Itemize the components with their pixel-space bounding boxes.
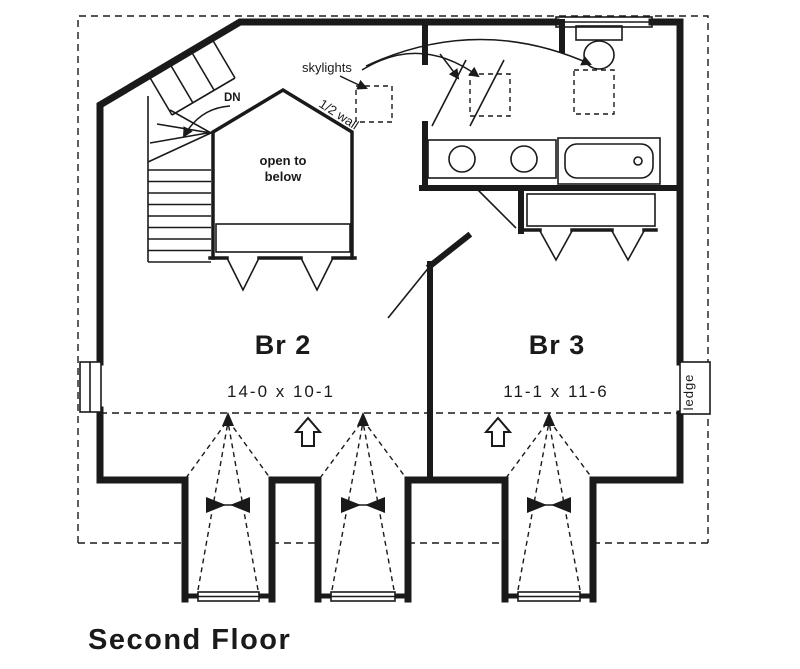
roof-slope-up-arrows: [293, 416, 513, 447]
skylights: [339, 38, 615, 123]
room-name-br2: Br 2: [255, 330, 312, 360]
vanity-with-sinks: [427, 139, 557, 179]
exterior-walls: [96, 18, 684, 484]
left-window: [79, 361, 102, 413]
open-to-below-label-line1: open to: [260, 153, 307, 168]
door-swings: [387, 59, 517, 319]
tub-drain: [633, 156, 643, 166]
roof-overhang-outline: [77, 15, 709, 544]
bathroom: [427, 16, 661, 185]
open-to-below-half-wall: [211, 87, 354, 260]
toilet-window: [555, 16, 653, 28]
page-title: Second Floor: [88, 624, 291, 656]
closet-rod-hatching: [215, 223, 351, 253]
skylight-3: [573, 69, 615, 115]
closet-door-swing: [226, 257, 334, 292]
down-label: DN: [224, 92, 241, 104]
ledge-box: ledge: [679, 361, 711, 415]
stair-winders: [147, 109, 214, 163]
staircase: [147, 38, 236, 263]
room-dimensions-br2: 14-0 x 10-1: [227, 382, 335, 401]
sink-basin: [448, 145, 476, 173]
stair-upper-run: [148, 38, 236, 116]
closet-br3: [519, 193, 658, 262]
skylight-2: [469, 73, 511, 117]
room-dimensions-br3: 11-1 x 11-6: [503, 382, 608, 401]
bathtub: [557, 137, 661, 185]
down-direction-arrow: [182, 105, 231, 138]
stair-treads: [148, 169, 211, 263]
skylight-1: [355, 85, 393, 123]
hall-door-leaf: [431, 59, 505, 127]
dormer-casement-windows: [206, 497, 571, 513]
skylight-callout-arrows: [339, 38, 592, 90]
open-to-below-label-line2: below: [265, 169, 303, 184]
toilet: [575, 25, 623, 70]
sink-basin: [510, 145, 538, 173]
room-name-br3: Br 3: [529, 330, 586, 360]
interior-walls: [419, 19, 683, 483]
skylights-label: skylights: [302, 60, 352, 75]
closet-br2: [208, 223, 357, 292]
dormer-walls: [181, 476, 597, 603]
closet-door-swing: [539, 230, 645, 262]
br3-door-leaf: [477, 189, 517, 229]
dormer-bottom-windows: [197, 591, 581, 602]
br2-door-leaf: [387, 265, 431, 319]
closet-rod-hatching: [526, 193, 656, 227]
ledge-label: ledge: [681, 374, 696, 411]
